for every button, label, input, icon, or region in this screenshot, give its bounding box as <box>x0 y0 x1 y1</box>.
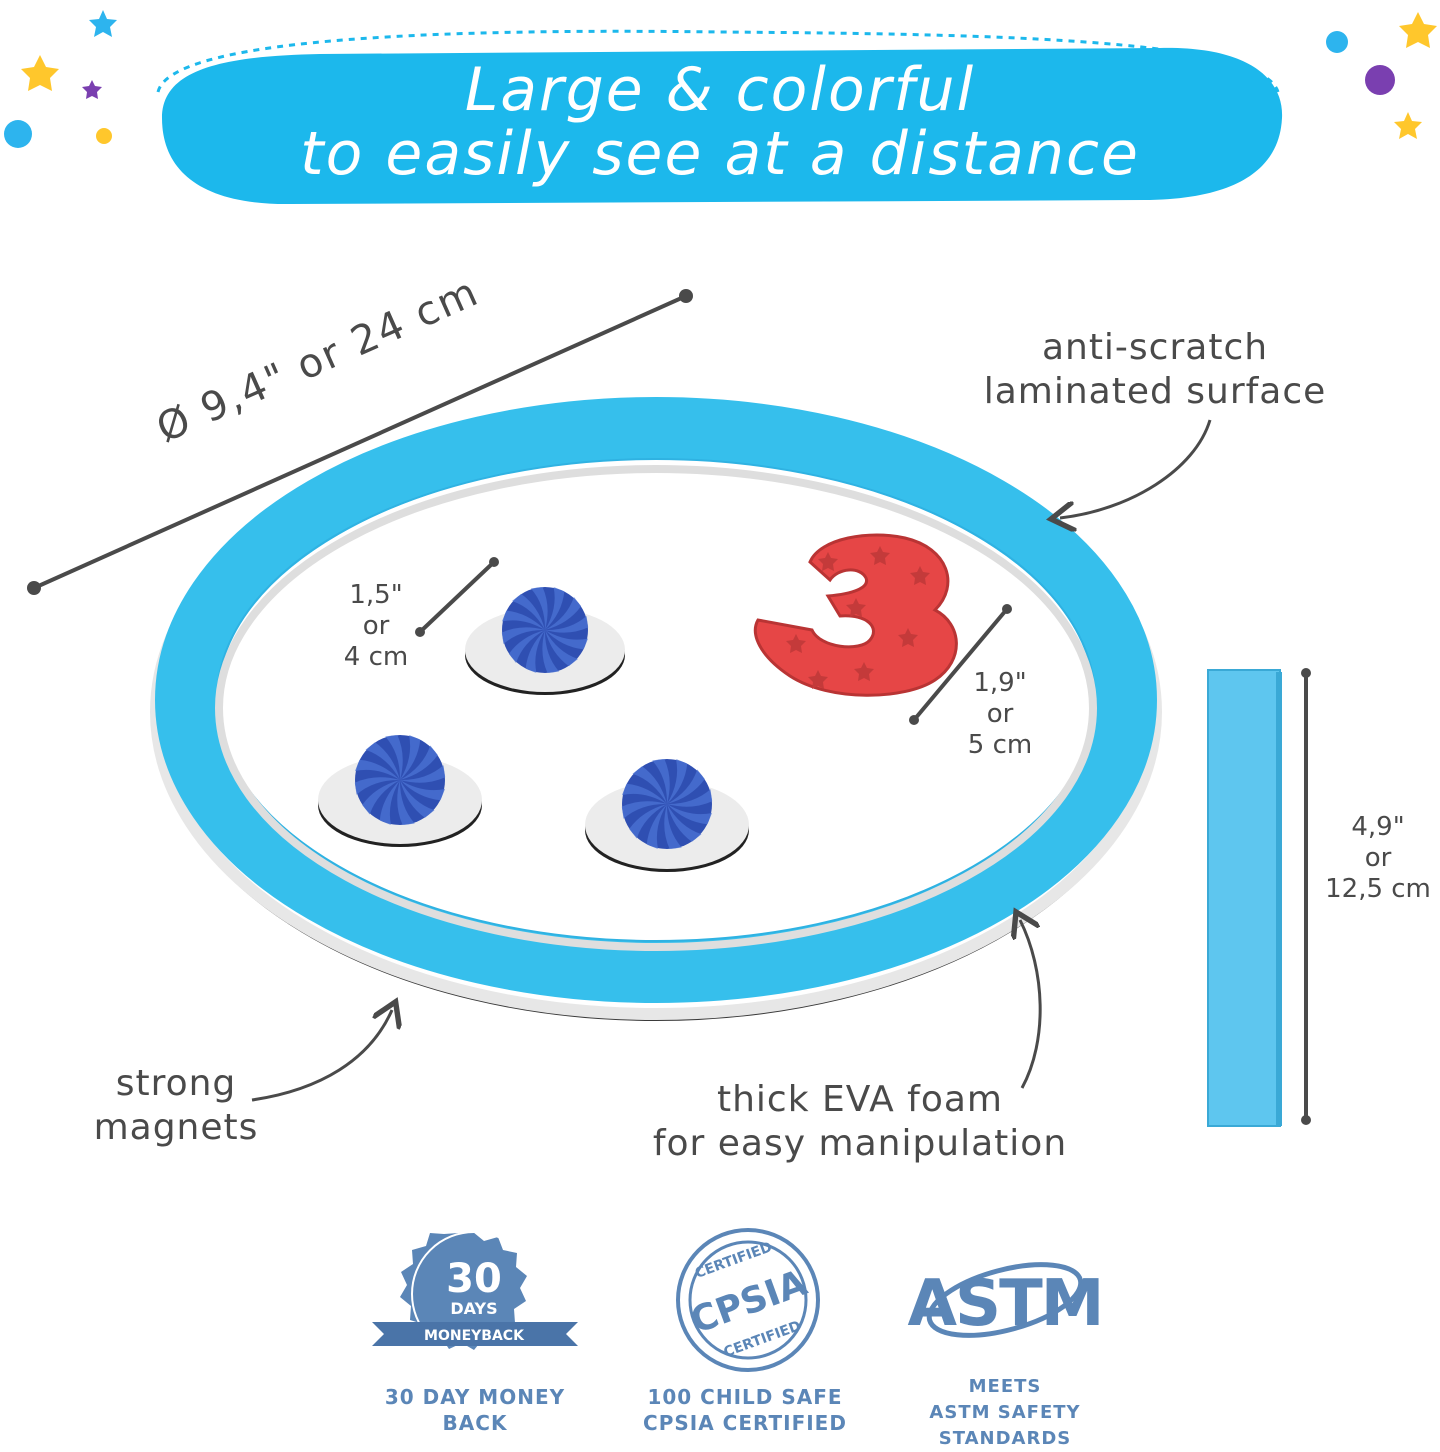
star-icon <box>1394 112 1422 139</box>
number-size-or: or <box>986 699 1014 729</box>
cpsia-caption: 100 CHILD SAFE CPSIA CERTIFIED <box>630 1384 860 1436</box>
foam-number-shape <box>753 533 958 697</box>
dot-icon <box>4 120 32 148</box>
star-icon <box>89 10 117 37</box>
dot-icon <box>1365 65 1395 95</box>
foam-callout: thick EVA foam for easy manipulation <box>630 1078 1090 1166</box>
headline-banner <box>156 29 1283 205</box>
foam-callout-line-1: thick EVA foam <box>717 1079 1003 1120</box>
number-measure-line <box>909 604 1012 725</box>
astm-badge: ASTM <box>908 1262 1104 1341</box>
token-size-metric: 4 cm <box>343 642 409 672</box>
cpsia-badge: CERTIFIED CPSIA CERTIFIED <box>676 1228 820 1372</box>
seal-ribbon: MONEYBACK <box>424 1328 525 1344</box>
seal-main-text: ASTM <box>908 1267 1103 1341</box>
counter-token <box>585 759 749 872</box>
magnets-callout: strong magnets <box>86 1062 266 1150</box>
number-size-value: 1,9" <box>973 668 1027 698</box>
strip-measure-line <box>1301 668 1311 1125</box>
moneyback-badge: 30 DAYS MONEYBACK <box>372 1231 578 1357</box>
dot-icon <box>96 128 112 144</box>
magnets-callout-line-2: magnets <box>93 1107 259 1148</box>
diameter-measure-line <box>27 289 693 595</box>
foam-arrow <box>1020 920 1042 1089</box>
astm-caption-line-1: MEETS <box>968 1376 1042 1397</box>
magnets-arrow <box>251 1010 392 1102</box>
token-size-or: or <box>362 611 390 641</box>
moneyback-caption-line-2: BACK <box>442 1411 508 1435</box>
strip-size-metric: 12,5 cm <box>1325 874 1431 904</box>
counter-token <box>318 735 482 847</box>
token-size-label: 1,5" or 4 cm <box>328 580 424 673</box>
magnets-callout-line-1: strong <box>115 1063 237 1104</box>
counter-token <box>465 587 625 695</box>
star-icon <box>21 55 59 91</box>
seal-word: DAYS <box>450 1299 497 1318</box>
foam-callout-line-2: for easy manipulation <box>652 1123 1068 1164</box>
magnetic-ring <box>150 397 1162 1021</box>
token-size-value: 1,5" <box>349 580 403 610</box>
surface-callout-line-1: anti-scratch <box>1041 327 1269 368</box>
token-measure-line <box>415 557 499 637</box>
surface-callout-line-2: laminated surface <box>983 371 1327 412</box>
headline-line-2: to easily see at a distance <box>300 119 1140 189</box>
moneyback-caption: 30 DAY MONEY BACK <box>360 1384 590 1436</box>
headline-line-1: Large & colorful <box>464 55 976 125</box>
confetti-decoration <box>4 10 1437 148</box>
surface-callout: anti-scratch laminated surface <box>960 326 1350 414</box>
dot-icon <box>1326 31 1348 53</box>
foam-strip <box>1207 669 1282 1127</box>
cpsia-caption-line-1: 100 CHILD SAFE <box>647 1385 843 1409</box>
surface-arrow <box>1060 419 1212 518</box>
number-size-label: 1,9" or 5 cm <box>950 668 1050 761</box>
astm-caption-line-2: ASTM SAFETY STANDARDS <box>929 1402 1081 1449</box>
star-icon <box>82 80 102 99</box>
astm-caption: MEETS ASTM SAFETY STANDARDS <box>860 1374 1150 1452</box>
headline: Large & colorful to easily see at a dist… <box>180 58 1260 186</box>
star-icon <box>1399 12 1437 48</box>
moneyback-caption-line-1: 30 DAY MONEY <box>384 1385 566 1409</box>
strip-size-value: 4,9" <box>1351 812 1405 842</box>
strip-size-or: or <box>1364 843 1392 873</box>
number-size-metric: 5 cm <box>967 730 1033 760</box>
cpsia-caption-line-2: CPSIA CERTIFIED <box>643 1411 847 1435</box>
strip-size-label: 4,9" or 12,5 cm <box>1318 812 1438 905</box>
seal-number: 30 <box>446 1256 502 1302</box>
